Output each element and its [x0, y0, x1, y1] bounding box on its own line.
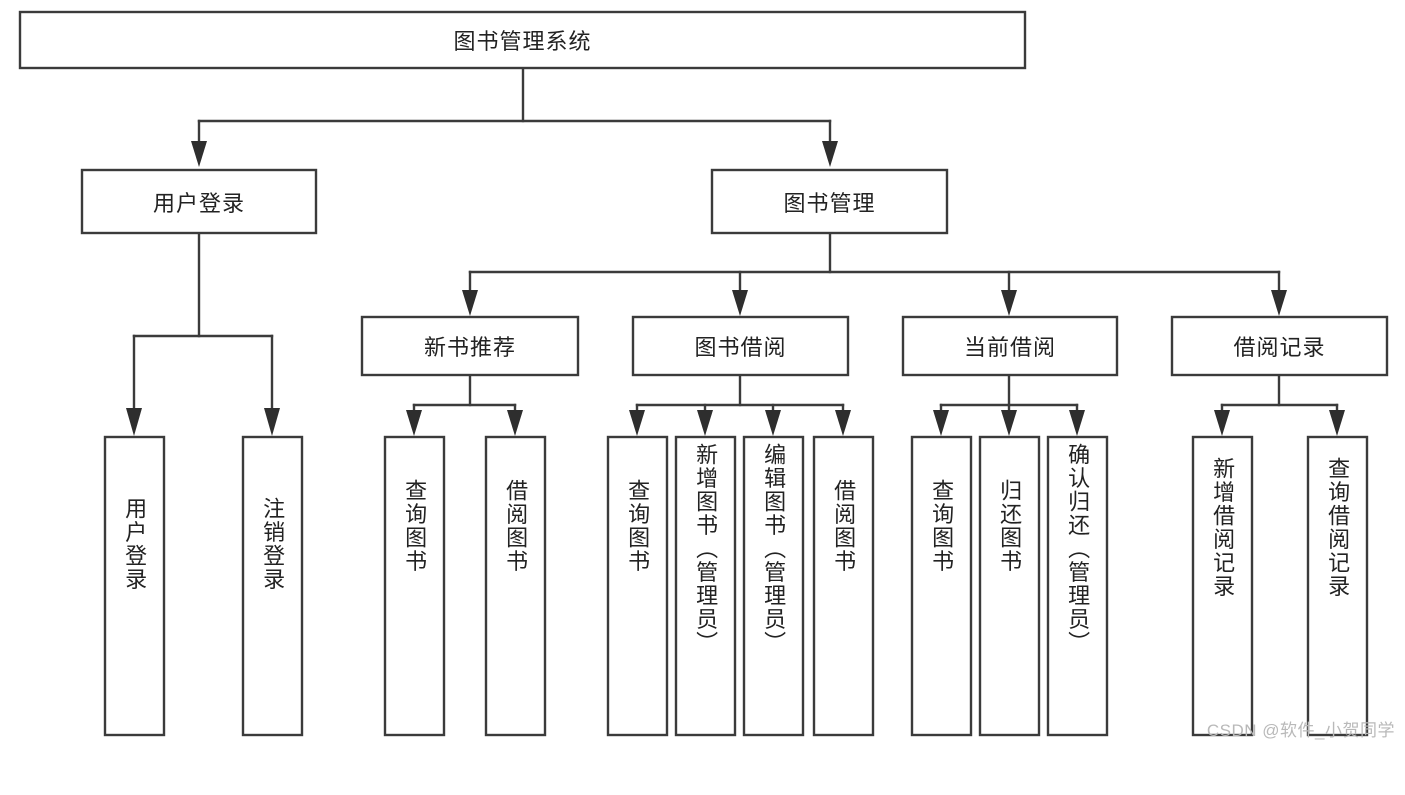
node-box-leaf-add-record[interactable] — [1191, 435, 1254, 737]
arrow-user-leaf-1 — [126, 408, 142, 436]
node-box-leaf-query-book-3[interactable] — [910, 435, 973, 737]
node-box-leaf-query-record[interactable] — [1306, 435, 1369, 737]
connector-group-current — [933, 373, 1085, 436]
watermark-text: CSDN @软件_小贺同学 — [1206, 721, 1395, 740]
node-box-book-borrow[interactable] — [631, 315, 850, 377]
flowchart-diagram: 图书管理系统 用户登录 图书管理 新书推荐 图书借阅 当前借阅 借阅记录 用户登… — [18, 10, 1395, 740]
arrow-borrow-leaf-4 — [835, 410, 851, 436]
node-box-current-borrow[interactable] — [901, 315, 1119, 377]
connector-group-borrow — [629, 373, 851, 436]
arrow-newbook-leaf-1 — [406, 410, 422, 436]
connector-group-root — [191, 66, 838, 167]
arrow-record-leaf-2 — [1329, 410, 1345, 436]
arrow-borrow-leaf-2 — [697, 410, 713, 436]
node-box-book-mgmt[interactable] — [710, 168, 949, 235]
node-box-leaf-borrow-book-2[interactable] — [812, 435, 875, 737]
node-box-leaf-borrow-book-1[interactable] — [484, 435, 547, 737]
node-box-leaf-query-book-2[interactable] — [606, 435, 669, 737]
node-box-leaf-return-book[interactable] — [978, 435, 1041, 737]
node-box-user-login[interactable] — [80, 168, 318, 235]
arrow-book-child-4 — [1271, 290, 1287, 316]
arrow-current-leaf-3 — [1069, 410, 1085, 436]
arrow-current-leaf-2 — [1001, 410, 1017, 436]
node-box-borrow-record[interactable] — [1170, 315, 1389, 377]
connector-group-user-login — [126, 231, 280, 436]
node-box-leaf-query-book-1[interactable] — [383, 435, 446, 737]
arrow-current-leaf-1 — [933, 410, 949, 436]
arrow-book-child-2 — [732, 290, 748, 316]
arrow-book-child-1 — [462, 290, 478, 316]
node-box-root[interactable] — [18, 10, 1027, 70]
arrow-record-leaf-1 — [1214, 410, 1230, 436]
node-box-leaf-logout[interactable] — [241, 435, 304, 737]
arrow-newbook-leaf-2 — [507, 410, 523, 436]
arrow-book-child-3 — [1001, 290, 1017, 316]
arrow-root-to-user — [191, 141, 207, 167]
connector-group-book-mgmt — [462, 231, 1287, 316]
node-box-leaf-confirm-return[interactable] — [1046, 435, 1109, 737]
connector-group-new-book — [406, 373, 523, 436]
node-box-leaf-add-book[interactable] — [674, 435, 737, 737]
arrow-borrow-leaf-1 — [629, 410, 645, 436]
node-box-leaf-edit-book[interactable] — [742, 435, 805, 737]
node-box-new-book[interactable] — [360, 315, 580, 377]
arrow-user-leaf-2 — [264, 408, 280, 436]
node-box-leaf-user-login[interactable] — [103, 435, 166, 737]
diagram-canvas — [18, 10, 1389, 737]
arrow-root-to-book — [822, 141, 838, 167]
arrow-borrow-leaf-3 — [765, 410, 781, 436]
connector-group-record — [1214, 373, 1345, 436]
